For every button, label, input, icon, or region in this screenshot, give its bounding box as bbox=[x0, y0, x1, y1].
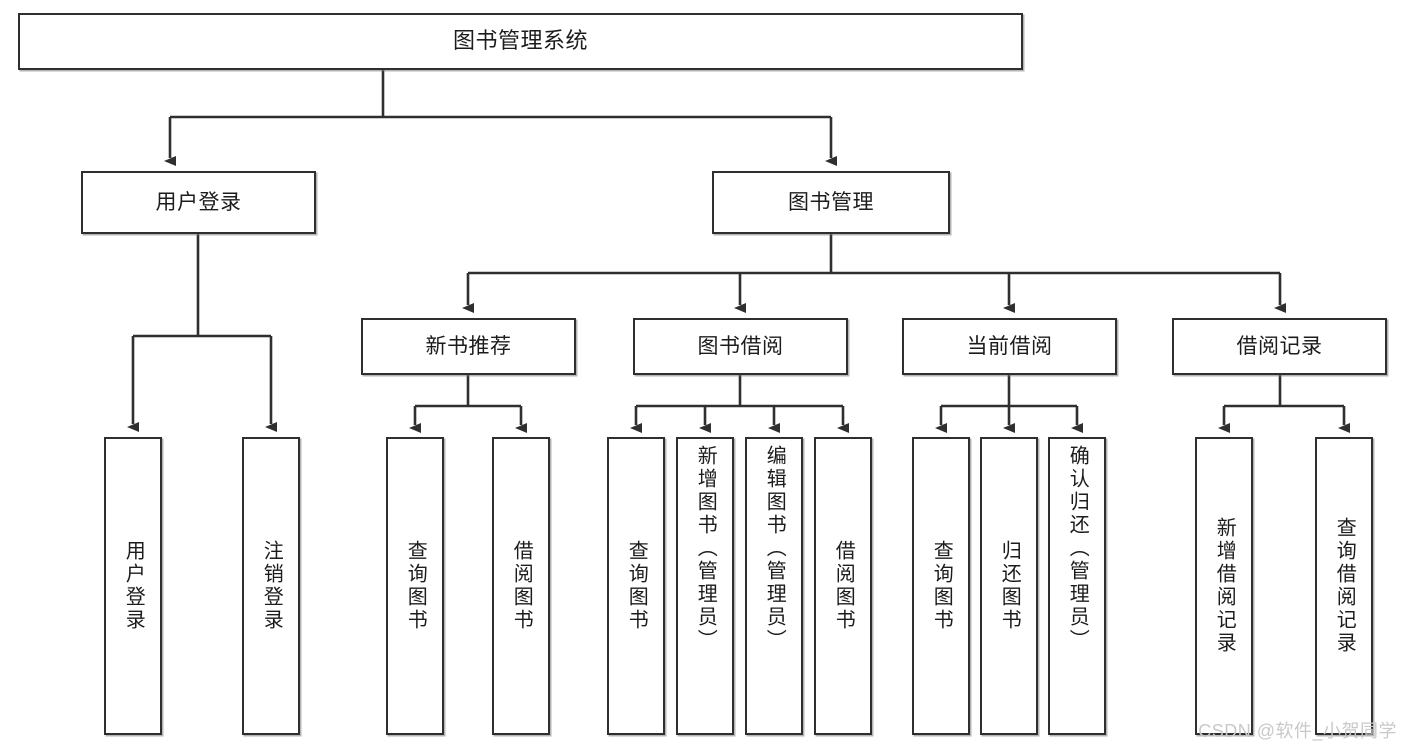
node-leaf-borrow-book-new[interactable]: 借阅图书 bbox=[492, 437, 550, 735]
node-book-management[interactable]: 图书管理 bbox=[712, 171, 950, 234]
node-label: 当前借阅 bbox=[966, 334, 1053, 358]
node-label: 查询图书 bbox=[404, 540, 427, 632]
node-leaf-user-login[interactable]: 用户登录 bbox=[104, 437, 162, 735]
node-borrow-record[interactable]: 借阅记录 bbox=[1172, 318, 1387, 375]
node-label: 新增借阅记录 bbox=[1213, 517, 1236, 655]
node-leaf-borrow-book[interactable]: 借阅图书 bbox=[814, 437, 872, 735]
node-label: 确认归还（管理员） bbox=[1066, 445, 1089, 652]
node-leaf-query-borrow-record[interactable]: 查询借阅记录 bbox=[1315, 437, 1373, 735]
node-root-system[interactable]: 图书管理系统 bbox=[18, 13, 1023, 70]
node-current-borrow[interactable]: 当前借阅 bbox=[902, 318, 1117, 375]
node-leaf-add-book-admin[interactable]: 新增图书（管理员） bbox=[676, 437, 734, 735]
node-user-login[interactable]: 用户登录 bbox=[81, 171, 316, 234]
node-leaf-logout[interactable]: 注销登录 bbox=[242, 437, 300, 735]
node-label: 借阅图书 bbox=[510, 540, 533, 632]
node-label: 借阅图书 bbox=[832, 540, 855, 632]
node-label: 借阅记录 bbox=[1236, 334, 1323, 358]
csdn-watermark: CSDN @软件_小贺同学 bbox=[1198, 721, 1397, 741]
node-label: 图书管理 bbox=[788, 190, 874, 214]
node-label: 用户登录 bbox=[122, 540, 145, 632]
node-label: 查询图书 bbox=[930, 540, 953, 632]
node-leaf-add-borrow-record[interactable]: 新增借阅记录 bbox=[1195, 437, 1253, 735]
node-label: 归还图书 bbox=[998, 540, 1021, 632]
node-leaf-confirm-return-admin[interactable]: 确认归还（管理员） bbox=[1048, 437, 1106, 735]
node-label: 查询借阅记录 bbox=[1333, 517, 1356, 655]
node-leaf-edit-book-admin[interactable]: 编辑图书（管理员） bbox=[745, 437, 803, 735]
node-leaf-query-book-current[interactable]: 查询图书 bbox=[912, 437, 970, 735]
node-new-book-recommend[interactable]: 新书推荐 bbox=[361, 318, 576, 375]
node-label: 新增图书（管理员） bbox=[694, 445, 717, 652]
node-label: 用户登录 bbox=[155, 190, 242, 214]
node-label: 新书推荐 bbox=[425, 334, 512, 358]
node-leaf-query-book-borrow[interactable]: 查询图书 bbox=[607, 437, 665, 735]
node-label: 图书借阅 bbox=[697, 334, 784, 358]
node-label: 查询图书 bbox=[625, 540, 648, 632]
node-label: 图书管理系统 bbox=[452, 28, 588, 54]
node-label: 注销登录 bbox=[260, 540, 283, 632]
node-leaf-return-book[interactable]: 归还图书 bbox=[980, 437, 1038, 735]
node-leaf-query-book-new[interactable]: 查询图书 bbox=[386, 437, 444, 735]
node-label: 编辑图书（管理员） bbox=[763, 445, 786, 652]
node-book-borrow[interactable]: 图书借阅 bbox=[633, 318, 848, 375]
